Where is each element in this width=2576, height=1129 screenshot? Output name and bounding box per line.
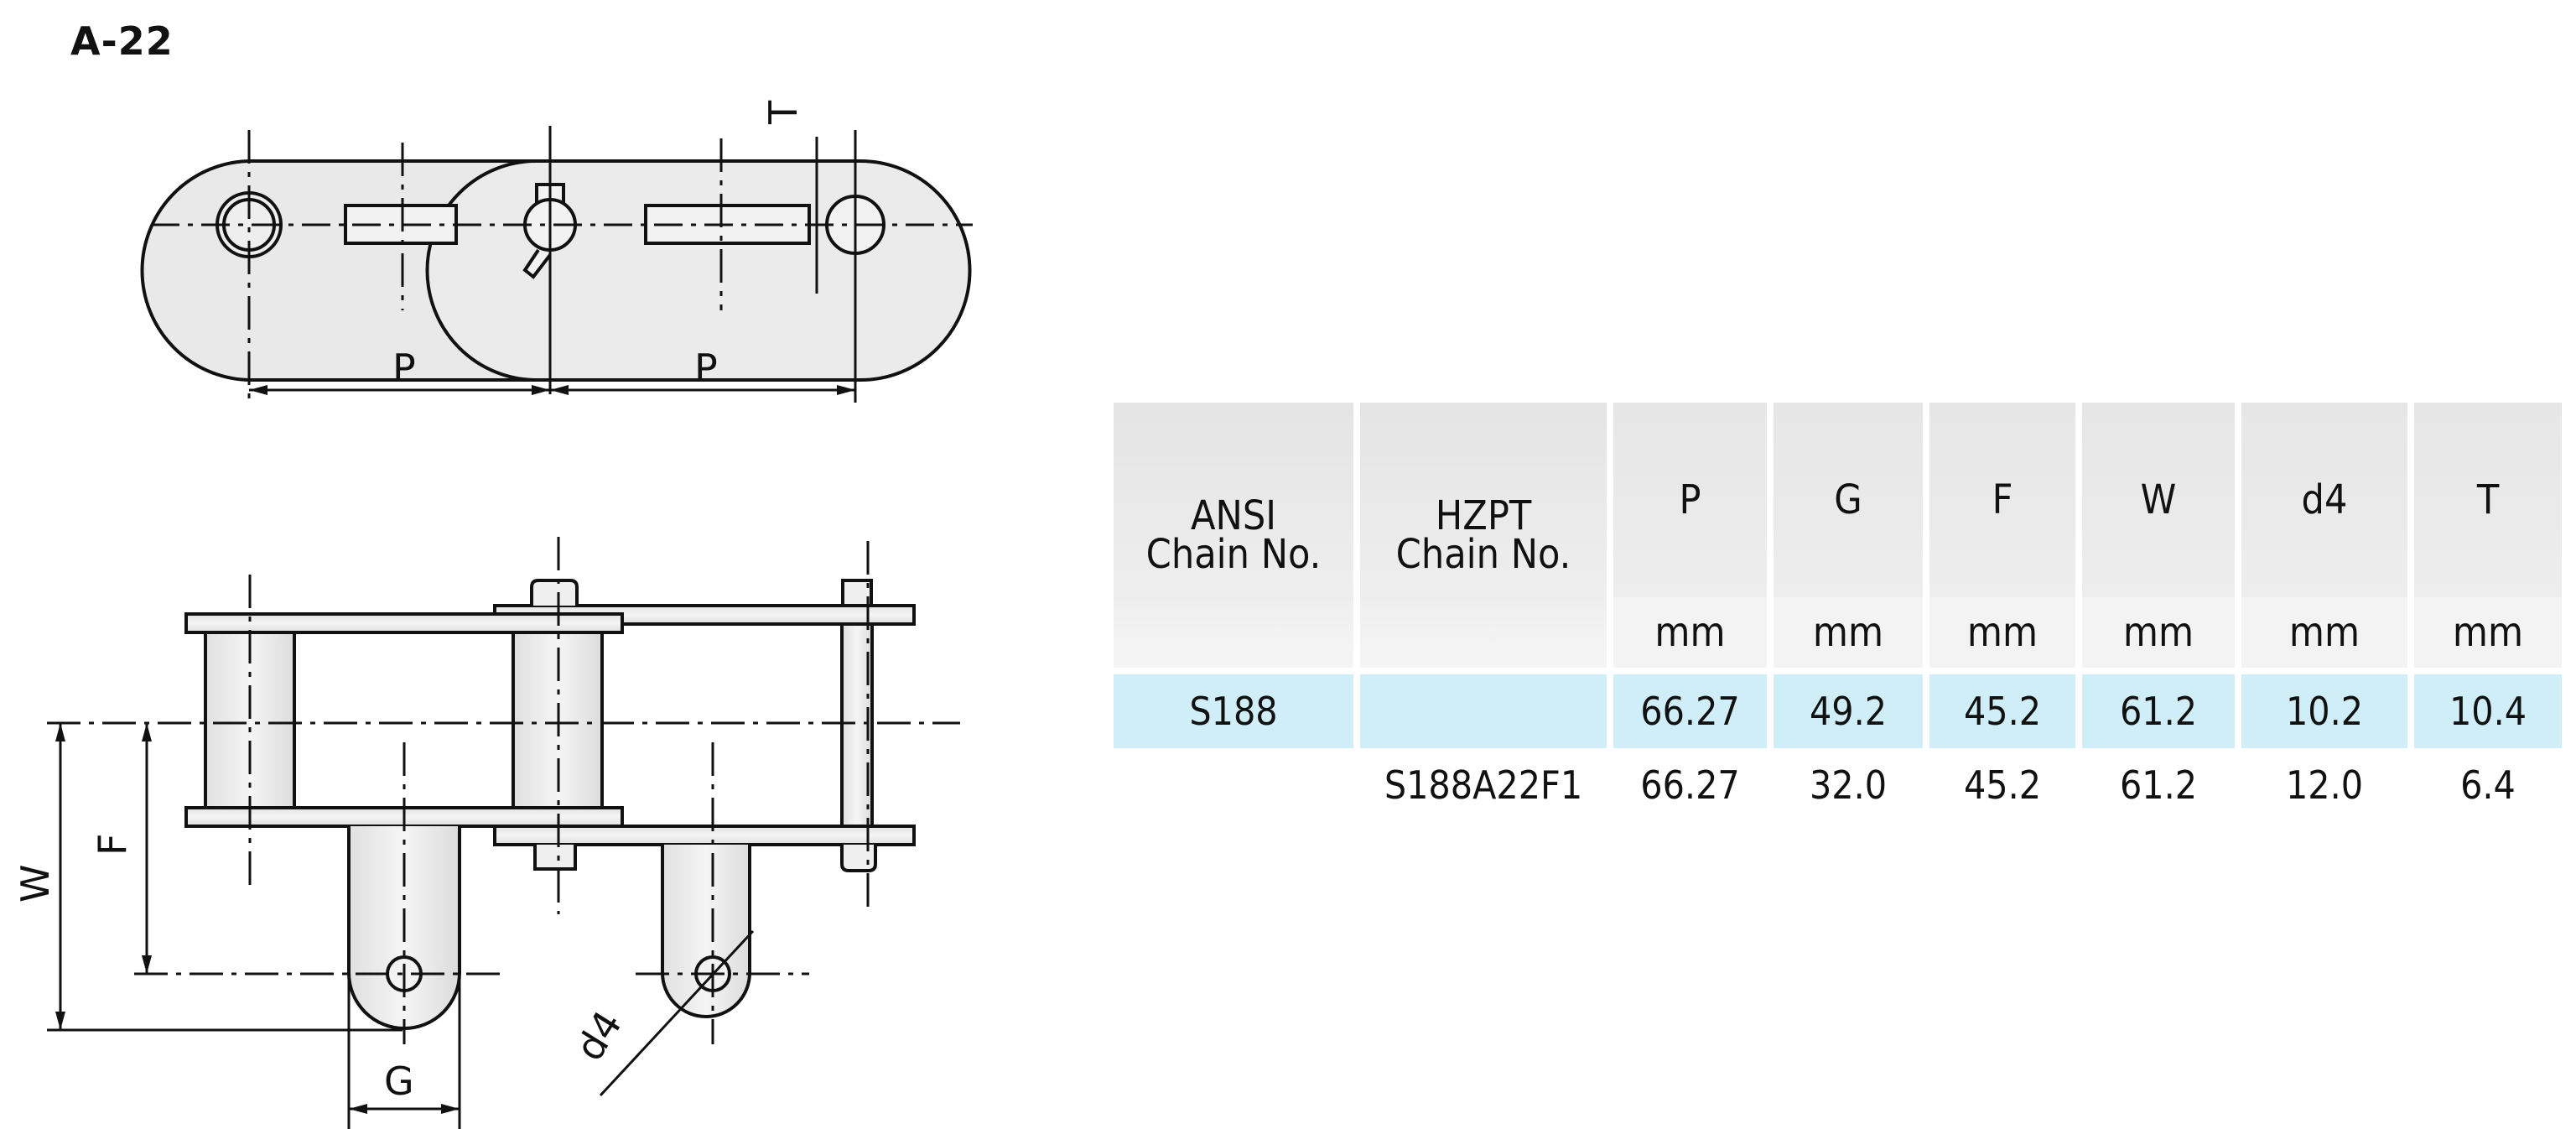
cell-hzpt: S188A22F1 <box>1360 748 1607 822</box>
cell-ansi: S188 <box>1114 674 1353 748</box>
cell-ansi <box>1114 748 1353 822</box>
header-row: ANSI Chain No. HZPT Chain No. P G F W d4… <box>1114 403 2562 668</box>
unit-g: mm <box>1774 597 1923 668</box>
cell-f: 45.2 <box>1929 674 2075 748</box>
unit-t: mm <box>2414 597 2562 668</box>
unit-d4: mm <box>2241 597 2407 668</box>
unit-p: mm <box>1613 597 1767 668</box>
cell-f: 45.2 <box>1929 748 2075 822</box>
table-row: S188 66.27 49.2 45.2 61.2 10.2 10.4 <box>1114 674 2562 748</box>
header-t: T <box>2414 403 2562 597</box>
spec-table: ANSI Chain No. HZPT Chain No. P G F W d4… <box>1107 403 2568 822</box>
header-w: W <box>2082 403 2235 597</box>
chain-drawing: P P T <box>13 100 973 1129</box>
unit-w: mm <box>2082 597 2235 668</box>
pitch-label-right: P <box>694 346 718 391</box>
cell-g: 32.0 <box>1774 748 1923 822</box>
page-title: A-22 <box>70 18 174 64</box>
offset-label: F <box>90 834 135 856</box>
hole-diameter-label: d4 <box>567 1003 631 1069</box>
cell-t: 10.4 <box>2414 674 2562 748</box>
cell-hzpt <box>1360 674 1607 748</box>
cell-p: 66.27 <box>1613 748 1767 822</box>
pitch-label-left: P <box>392 346 416 391</box>
cell-w: 61.2 <box>2082 748 2235 822</box>
header-f: F <box>1929 403 2075 597</box>
cell-g: 49.2 <box>1774 674 1923 748</box>
attachment-width-label: G <box>384 1059 414 1104</box>
header-p: P <box>1613 403 1767 597</box>
cell-w: 61.2 <box>2082 674 2235 748</box>
thickness-label: T <box>761 100 806 125</box>
cell-p: 66.27 <box>1613 674 1767 748</box>
header-g: G <box>1774 403 1923 597</box>
header-ansi: ANSI Chain No. <box>1114 403 1353 668</box>
cell-t: 6.4 <box>2414 748 2562 822</box>
unit-row: mm mm mm mm mm mm <box>1114 597 2562 668</box>
cell-d4: 10.2 <box>2241 674 2407 748</box>
table-row: S188A22F1 66.27 32.0 45.2 61.2 12.0 6.4 <box>1114 748 2562 822</box>
width-label: W <box>13 865 58 903</box>
header-hzpt: HZPT Chain No. <box>1360 403 1607 668</box>
side-view <box>184 579 916 1030</box>
unit-f: mm <box>1929 597 2075 668</box>
header-d4: d4 <box>2241 403 2407 597</box>
top-view <box>140 126 973 403</box>
cell-d4: 12.0 <box>2241 748 2407 822</box>
